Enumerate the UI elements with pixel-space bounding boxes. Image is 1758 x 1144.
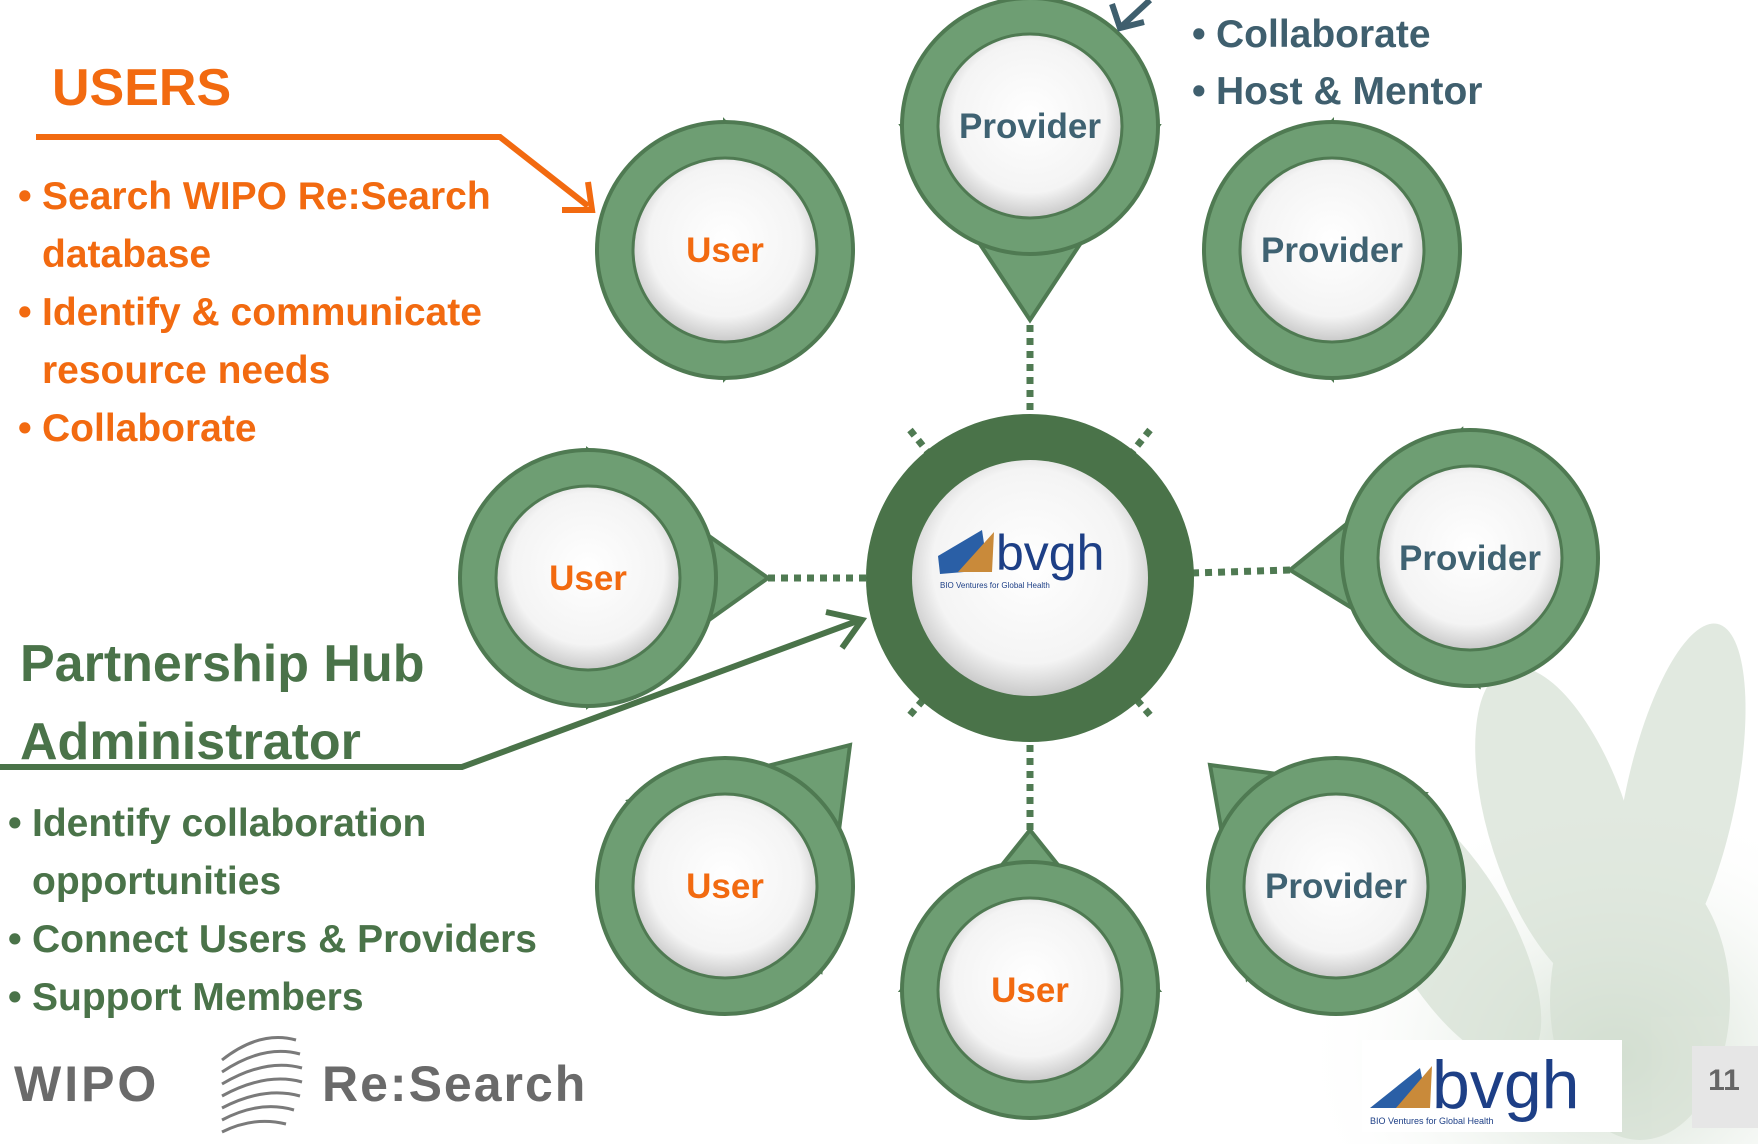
bullet-dot-icon: • (18, 291, 32, 334)
bullet-dot-icon: • (1192, 70, 1206, 113)
users-title: USERS (52, 59, 232, 117)
provider-pin-label: Provider (1261, 231, 1403, 270)
connector-line-3 (1180, 566, 1291, 577)
wipo-wordmark: WIPO (14, 1056, 160, 1112)
users-bullet-1-line1: Search WIPO Re:Search (42, 175, 491, 218)
bullet-dot-icon: • (8, 802, 22, 845)
admin-title-line2: Administrator (20, 713, 361, 771)
page-number: 11 (1708, 1064, 1740, 1097)
users-arrow (36, 134, 596, 213)
admin-bullet-1-cont: opportunities (8, 853, 537, 911)
admin-title-line1: Partnership Hub (20, 635, 425, 693)
provider-pin-4: Provider (1206, 756, 1466, 1016)
provider-pin-label: Provider (959, 107, 1101, 146)
user-pin-8: User (897, 826, 1163, 1120)
footer-bvgh-logo: bvgh BIO Ventures for Global Health (1362, 1040, 1622, 1132)
users-bullet-2-line1: Identify & communicate (42, 291, 482, 334)
admin-bullet-1: •Identify collaboration (8, 795, 537, 853)
user-pin-5: User (595, 117, 855, 383)
users-bullet-1: •Search WIPO Re:Search (18, 168, 491, 226)
provider-pin-2: Provider (1202, 117, 1462, 383)
users-bullet-3-line1: Collaborate (42, 407, 257, 450)
hub-logo-subtext: BIO Ventures for Global Health (940, 581, 1050, 590)
providers-bullet-1-text: Collaborate (1216, 13, 1431, 56)
user-pin-label: User (686, 867, 764, 906)
wipo-emblem-icon (221, 1036, 303, 1134)
bullet-dot-icon: • (1192, 13, 1206, 56)
providers-bullet-2-text: Host & Mentor (1216, 70, 1483, 113)
users-bullet-1-cont: database (18, 226, 491, 284)
users-bullet-2-cont: resource needs (18, 342, 491, 400)
user-pin-6: User (458, 446, 772, 710)
user-pin-label: User (549, 559, 627, 598)
provider-pin-3: Provider (1286, 426, 1600, 690)
bullet-dot-icon: • (18, 407, 32, 450)
users-bullet-3: •Collaborate (18, 400, 491, 458)
users-bullet-list: •Search WIPO Re:Search database •Identif… (18, 168, 491, 458)
providers-arrow (1109, 0, 1153, 32)
user-pin-label: User (991, 971, 1069, 1010)
footer-bvgh-logo-icon (1370, 1066, 1432, 1108)
admin-bullet-2-line1: Connect Users & Providers (32, 918, 538, 961)
users-bullet-2-line2: resource needs (42, 349, 331, 392)
admin-bullet-3: •Support Members (8, 969, 537, 1027)
admin-bullet-1-line2: opportunities (32, 860, 282, 903)
users-bullet-2: •Identify & communicate (18, 284, 491, 342)
user-pin-7: User (595, 742, 855, 1016)
admin-bullet-1-line1: Identify collaboration (32, 802, 427, 845)
bullet-dot-icon: • (18, 175, 32, 218)
page-number-box (1692, 1046, 1758, 1128)
admin-bullet-3-line1: Support Members (32, 976, 364, 1019)
bullet-dot-icon: • (8, 918, 22, 961)
admin-arrow (0, 609, 868, 770)
providers-bullet-list: •Collaborate •Host & Mentor (1192, 6, 1483, 120)
user-pin-label: User (686, 231, 764, 270)
provider-pin-1: Provider (898, 0, 1162, 324)
admin-bullet-list: •Identify collaboration opportunities •C… (8, 795, 537, 1027)
admin-bullet-2: •Connect Users & Providers (8, 911, 537, 969)
providers-bullet-2: •Host & Mentor (1192, 63, 1483, 120)
provider-pin-label: Provider (1399, 539, 1541, 578)
providers-bullet-1: •Collaborate (1192, 6, 1483, 63)
users-bullet-1-line2: database (42, 233, 212, 276)
hub: bvgh BIO Ventures for Global Health (866, 414, 1194, 742)
bullet-dot-icon: • (8, 976, 22, 1019)
footer-logo-text: bvgh (1432, 1047, 1579, 1123)
admin-title: Partnership Hub Administrator (20, 625, 425, 781)
bvgh-logo-icon (938, 530, 994, 574)
provider-pin-label: Provider (1265, 867, 1407, 906)
hub-center (912, 460, 1148, 696)
hub-logo-text: bvgh (996, 525, 1104, 581)
pins: ProviderProviderProviderProviderUserUser… (458, 0, 1600, 1120)
research-wordmark: Re:Search (322, 1056, 588, 1112)
footer-logo-subtext: BIO Ventures for Global Health (1370, 1116, 1494, 1126)
